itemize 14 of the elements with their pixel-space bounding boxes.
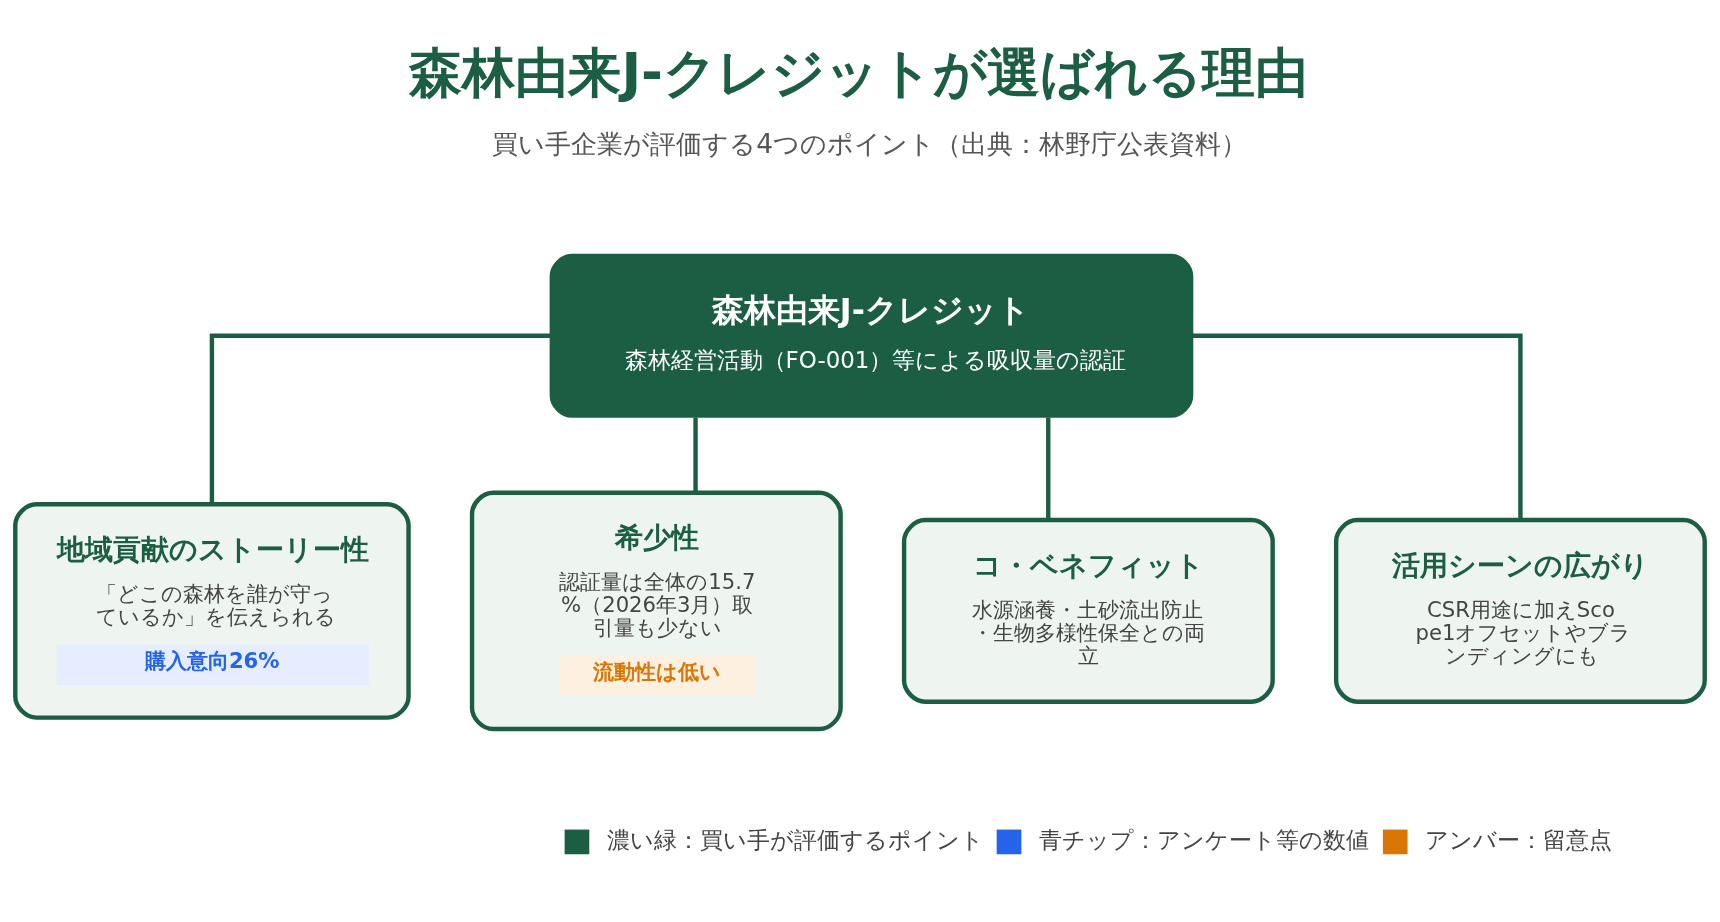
label: 買い手企業が評価する4つのポイント（出典：林野庁公表資料） bbox=[492, 128, 1248, 160]
connector bbox=[1046, 417, 1051, 520]
legend-label: 濃い緑：買い手が評価するポイント bbox=[606, 826, 984, 853]
node-box: 地域貢献のストーリー性 「どこの森林を誰が守っているか」を伝えられる 購入意向26% bbox=[13, 502, 411, 720]
legend-label: 青チップ：アンケート等の数値 bbox=[1038, 826, 1369, 853]
connector bbox=[693, 417, 698, 493]
connector bbox=[1192, 333, 1523, 521]
connector bbox=[209, 333, 551, 504]
node-box: 希少性 認証量は全体の15.7%（2026年3月）取引量も少ない 流動性は低い bbox=[469, 490, 843, 732]
node-box: 森林由来J-クレジット 森林経営活動（FO-001）等による吸収量の認証 bbox=[549, 253, 1194, 418]
node-box: コ・ベネフィット 水源涵養・土砂流出防止・生物多様性保全との両立 bbox=[901, 517, 1275, 704]
node-box: 活用シーンの広がり CSR用途に加えScope1オフセットやブランディングにも bbox=[1333, 517, 1707, 704]
diagram-title: 森林由来J-クレジットが選ばれる理由 bbox=[409, 41, 1309, 103]
legend-label: アンバー：留意点 bbox=[1425, 826, 1613, 853]
